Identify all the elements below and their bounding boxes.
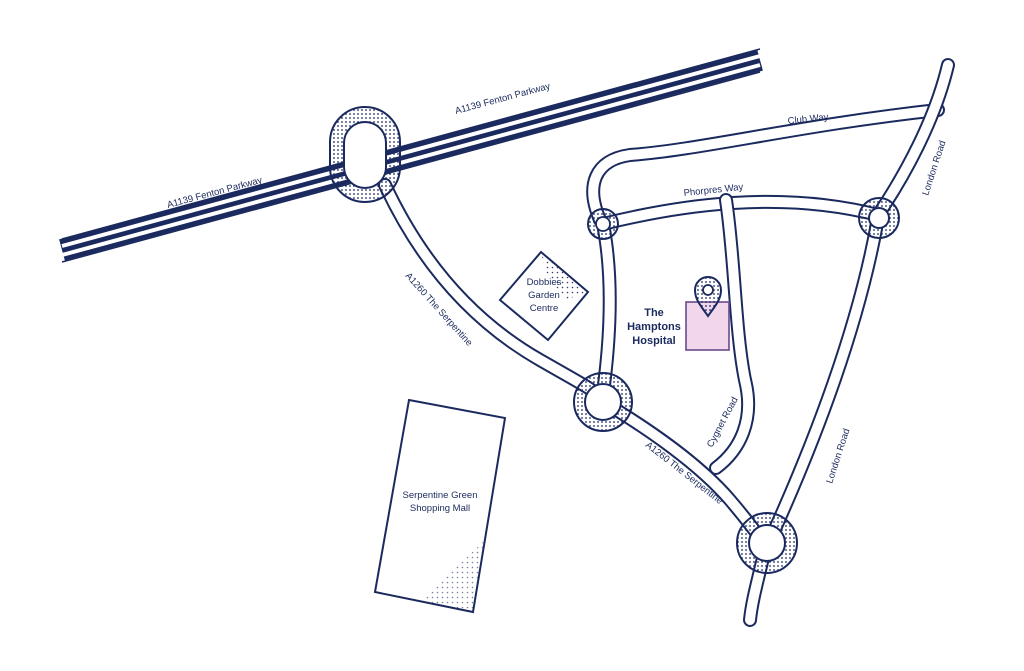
dobbies-label-line-2: Garden: [528, 290, 560, 301]
mall-label-line-1: Serpentine Green: [403, 490, 478, 501]
roundabout-serpentine-south: [736, 512, 798, 574]
hospital-label-line-1: The: [644, 307, 664, 319]
dobbies-label-line-3: Centre: [530, 303, 559, 314]
fenton-parkway-road: [59, 48, 763, 263]
hospital-label-line-2: Hamptons: [627, 321, 681, 333]
roundabout-london-road: [858, 197, 900, 239]
label-london-road-south: London Road: [824, 427, 852, 485]
label-club-way: Club Way: [787, 112, 829, 127]
dobbies-garden-centre: Dobbies Garden Centre: [498, 250, 590, 342]
hospital-label-line-3: Hospital: [632, 335, 675, 347]
serpentine-green-mall: Serpentine Green Shopping Mall: [373, 398, 507, 614]
roundabout-fenton: [329, 106, 401, 203]
roundabout-phorpres-west: [587, 208, 619, 240]
dobbies-label-line-1: Dobbies: [527, 277, 562, 288]
map-pin-icon[interactable]: [693, 276, 723, 318]
roundabout-serpentine-west: [573, 372, 633, 432]
mall-label-line-2: Shopping Mall: [410, 503, 470, 514]
